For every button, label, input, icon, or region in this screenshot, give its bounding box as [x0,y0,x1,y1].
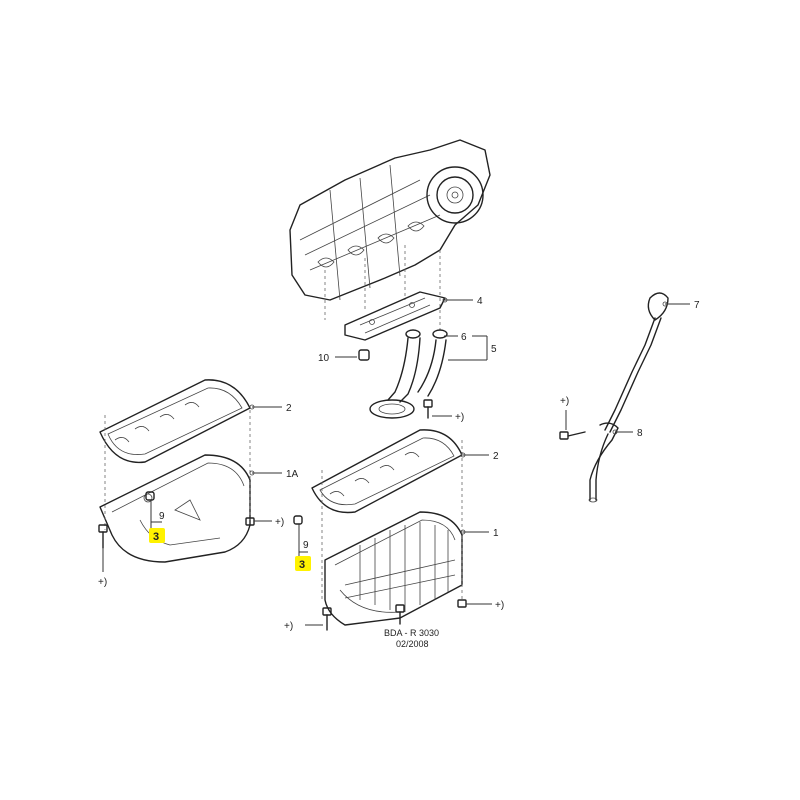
dipstick-tube [588,422,619,503]
right-bolt-bottom [395,604,405,625]
right-drain-plug [293,515,308,562]
fastener-mark-right-pan: +) [495,600,504,611]
callout-10: 10 [318,353,330,364]
reference-code: BDA - R 3030 [384,628,439,638]
callout-2-right: 2 [493,451,499,462]
left-oil-pan [99,454,251,563]
fastener-mark-left-bolt: +) [275,517,284,528]
pickup-bolt [423,399,452,419]
callout-5: 5 [491,344,497,355]
callout-4: 4 [477,296,483,307]
fastener-mark-right-pan-bottom: +) [284,621,293,632]
dipstick-bolt [559,410,586,440]
callout-2-left: 2 [286,403,292,414]
callout-1a: 1A [286,469,299,480]
right-pan-gasket [311,429,463,514]
callout-3-left: 3 [153,531,159,543]
engine-block-illustration [289,139,491,330]
leader-lines [249,297,690,535]
callout-3-right: 3 [299,559,305,571]
reference-date: 02/2008 [396,639,429,649]
left-bolt-front [98,524,108,572]
bolt-10 [335,349,370,361]
right-bolt-front [305,607,332,631]
callout-7: 7 [694,300,700,311]
right-oil-pan [324,511,463,626]
callout-6: 6 [461,332,467,343]
left-pan-gasket [99,379,251,464]
oil-pickup-tube [369,329,448,419]
highlight-3-right [295,556,311,571]
callout-9-right: 9 [303,540,309,551]
dipstick [604,292,669,433]
fastener-mark-dipstick: +) [560,396,569,407]
callout-8: 8 [637,428,643,439]
fastener-mark-left-pan: +) [98,577,107,588]
fastener-mark-center-bolt: +) [455,412,464,423]
highlight-3-left [149,528,165,543]
left-bolt-side [245,517,272,526]
callout-1: 1 [493,528,499,539]
callout-9-left: 9 [159,511,165,522]
right-bolt-side [457,599,492,608]
baffle-plate [344,291,446,341]
